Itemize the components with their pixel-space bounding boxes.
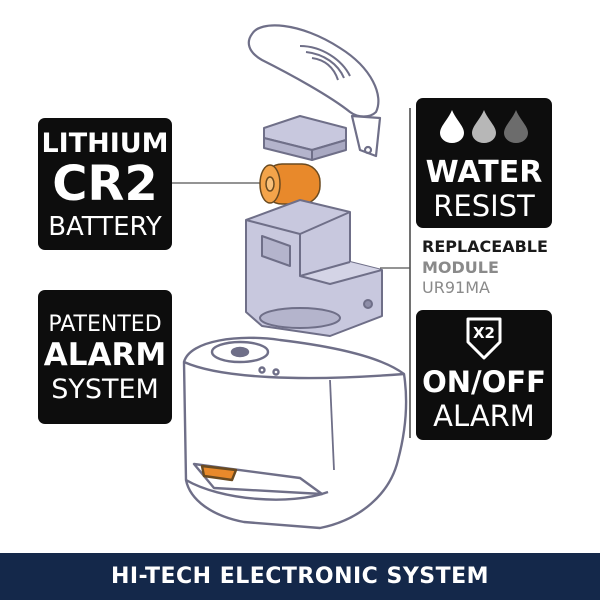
onoff-line2: ALARM: [433, 399, 535, 433]
module-line2: MODULE: [422, 258, 499, 277]
onoff-x2-label: X2: [472, 324, 495, 342]
battery-line3: BATTERY: [48, 212, 162, 242]
replaceable-module: [245, 199, 383, 337]
module-line1: REPLACEABLE: [422, 237, 548, 256]
battery-cap: [263, 115, 347, 161]
footer-label: HI-TECH ELECTRONIC SYSTEM: [110, 564, 490, 589]
disc-lock-body: [182, 336, 408, 530]
water-line2: RESIST: [433, 189, 535, 223]
alarm-line2: ALARM: [43, 337, 167, 373]
top-cover: [247, 24, 382, 158]
water-drops-icon: [440, 110, 528, 143]
battery-badge: LITHIUM CR2 BATTERY: [38, 118, 172, 250]
alarm-badge: PATENTED ALARM SYSTEM: [38, 290, 172, 424]
alarm-line1: PATENTED: [48, 312, 162, 337]
battery-line2: CR2: [52, 156, 158, 212]
water-badge: WATER RESIST: [416, 98, 552, 228]
onoff-line1: ON/OFF: [422, 365, 546, 399]
battery-line1: LITHIUM: [41, 128, 169, 159]
module-line3: UR91MA: [422, 278, 490, 297]
onoff-badge: X2 ON/OFF ALARM: [416, 310, 552, 440]
water-line1: WATER: [425, 155, 543, 190]
alarm-line3: SYSTEM: [51, 374, 159, 405]
double-press-arrow-icon: [466, 317, 502, 360]
cr2-battery: [259, 163, 321, 205]
footer-banner: HI-TECH ELECTRONIC SYSTEM: [0, 553, 600, 600]
